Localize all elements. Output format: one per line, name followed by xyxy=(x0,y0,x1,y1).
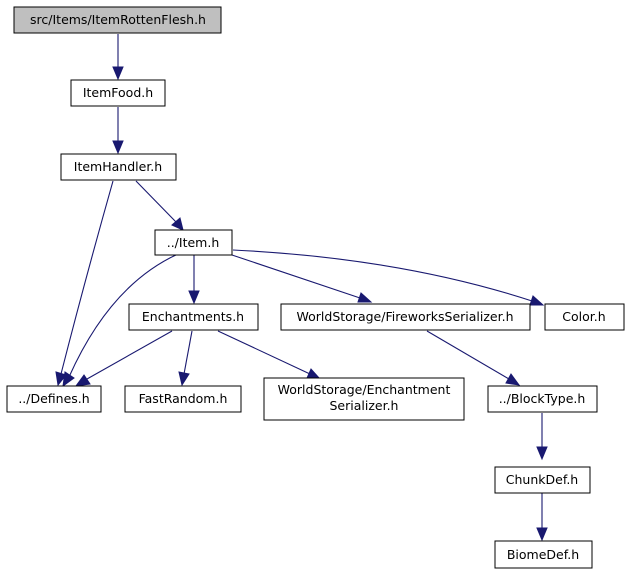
edge-blocktype-to-chunkdef xyxy=(536,413,548,461)
node-defines-label: ../Defines.h xyxy=(18,391,89,406)
node-biome-def-label: BiomeDef.h xyxy=(507,547,579,562)
node-biome-def[interactable]: BiomeDef.h xyxy=(494,540,593,569)
edge-itemhandler-to-defines xyxy=(55,180,114,387)
node-block-type-label: ../BlockType.h xyxy=(499,391,586,406)
edge-item-to-enchantments xyxy=(188,255,200,305)
edge-item-to-color xyxy=(232,249,545,306)
node-item[interactable]: ../Item.h xyxy=(154,229,233,256)
edge-itemfood-to-itemhandler xyxy=(112,107,124,155)
graph-nodes: src/Items/ItemRottenFlesh.h ItemFood.h I… xyxy=(6,6,625,569)
node-color[interactable]: Color.h xyxy=(544,303,625,331)
edge-fireworksserializer-to-blocktype xyxy=(426,330,521,386)
node-item-food-label: ItemFood.h xyxy=(83,85,153,100)
node-fast-random-label: FastRandom.h xyxy=(139,391,228,406)
node-item-handler-label: ItemHandler.h xyxy=(74,159,162,174)
edge-enchantments-to-enchantmentserializer xyxy=(217,330,322,380)
node-chunk-def[interactable]: ChunkDef.h xyxy=(494,466,591,494)
edge-enchantments-to-fastrandom xyxy=(178,330,193,387)
node-chunk-def-label: ChunkDef.h xyxy=(506,472,578,487)
edge-chunkdef-to-biomedef xyxy=(536,493,548,542)
node-defines[interactable]: ../Defines.h xyxy=(6,385,102,413)
node-enchantment-serializer[interactable]: WorldStorage/Enchantment Serializer.h xyxy=(263,377,465,421)
graph-edges xyxy=(55,34,548,542)
node-enchantment-serializer-label-line1: WorldStorage/Enchantment xyxy=(278,382,451,397)
node-enchantments-label: Enchantments.h xyxy=(142,309,244,324)
node-fast-random[interactable]: FastRandom.h xyxy=(124,385,242,413)
node-item-rotten-flesh: src/Items/ItemRottenFlesh.h xyxy=(13,6,222,34)
node-item-food[interactable]: ItemFood.h xyxy=(70,79,166,107)
node-color-label: Color.h xyxy=(562,309,605,324)
edge-item-to-defines xyxy=(62,253,179,388)
node-fireworks-serializer-label: WorldStorage/FireworksSerializer.h xyxy=(297,309,514,324)
node-item-handler[interactable]: ItemHandler.h xyxy=(60,153,177,181)
node-fireworks-serializer[interactable]: WorldStorage/FireworksSerializer.h xyxy=(280,303,531,331)
node-item-rotten-flesh-label: src/Items/ItemRottenFlesh.h xyxy=(30,12,206,27)
node-enchantments[interactable]: Enchantments.h xyxy=(128,303,259,331)
edge-enchantments-to-defines xyxy=(74,330,173,387)
node-item-label: ../Item.h xyxy=(167,235,220,250)
edge-itemhandler-to-item xyxy=(135,180,184,231)
edge-rottenflesh-to-itemfood xyxy=(112,34,124,81)
node-enchantment-serializer-label-line2: Serializer.h xyxy=(330,398,399,413)
edge-item-to-fireworksserializer xyxy=(231,254,373,303)
node-block-type[interactable]: ../BlockType.h xyxy=(487,385,598,413)
